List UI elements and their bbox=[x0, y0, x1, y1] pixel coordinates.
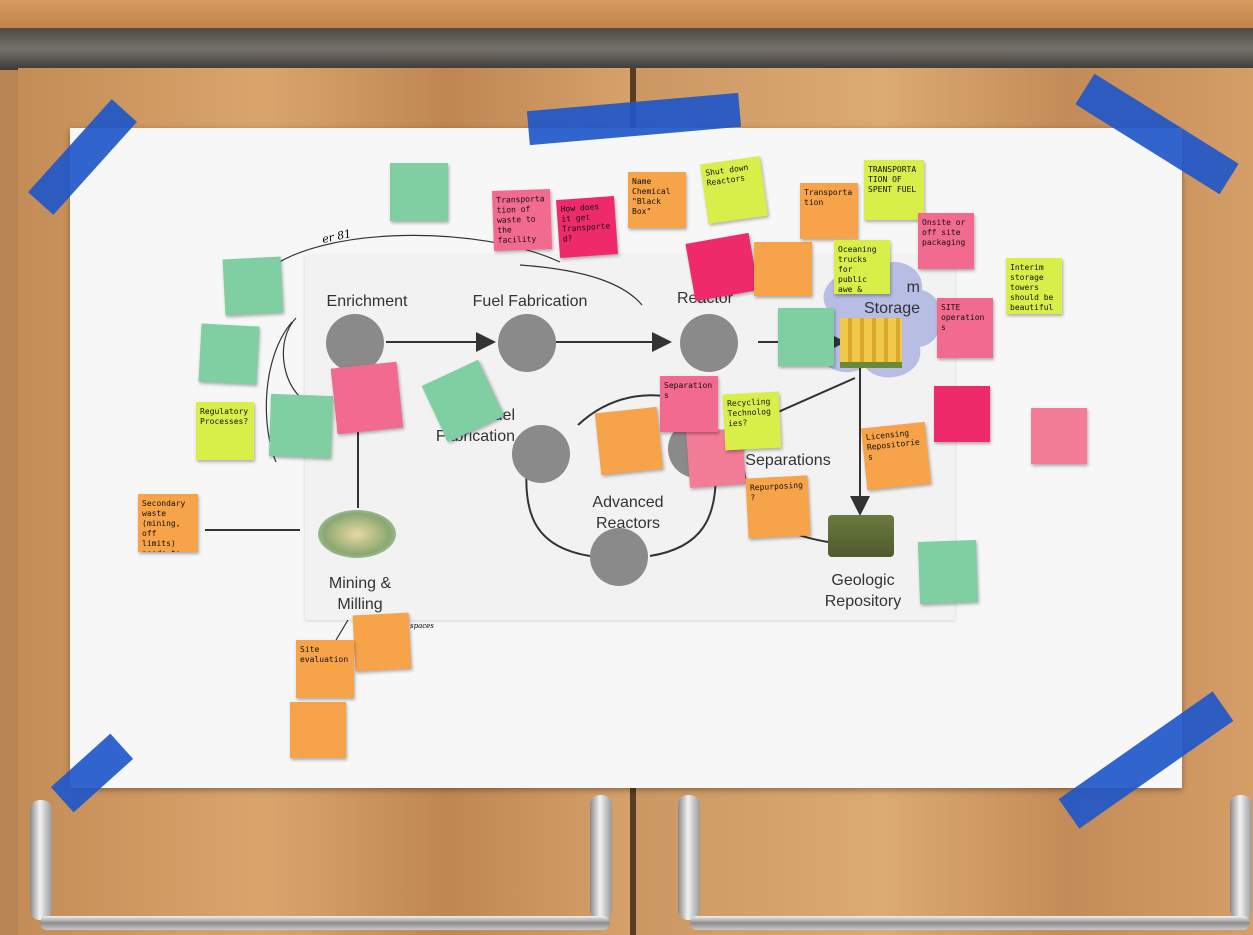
sticky-note-black-box: Name Chemical "Black Box" bbox=[628, 172, 686, 228]
fuel-fabrication-2-icon bbox=[512, 425, 570, 483]
sticky-note bbox=[198, 323, 260, 385]
enrichment-icon bbox=[326, 314, 384, 372]
stage-fuel-fabrication: Fuel Fabrication bbox=[472, 293, 588, 310]
sticky-note-transport-spent-fuel: TRANSPORTATION OF SPENT FUEL bbox=[864, 160, 924, 220]
stage-geologic-repository: Geologic Repository bbox=[824, 572, 902, 610]
sticky-note-licensing-repositories: Licensing Repositories bbox=[860, 421, 932, 491]
sticky-note-trucks-public-awe: Oceaning trucks for public awe & excitin… bbox=[834, 240, 890, 294]
mining-milling-icon bbox=[318, 510, 396, 558]
sticky-note-transportation-waste: Transportation of waste to the facility bbox=[491, 189, 553, 251]
stage-advanced-reactors: Advanced Reactors bbox=[592, 494, 664, 532]
sticky-note bbox=[1031, 408, 1087, 464]
cabinet-ledge bbox=[0, 28, 1253, 70]
handle-post-right-b bbox=[1230, 795, 1252, 920]
sticky-note bbox=[594, 406, 664, 476]
sticky-note-separations: Separations bbox=[660, 376, 718, 432]
stage-enrichment: Enrichment bbox=[326, 293, 408, 310]
sticky-note-shut-down-reactors: Shut down Reactors bbox=[700, 156, 768, 224]
sticky-note bbox=[685, 232, 759, 302]
sticky-note-recycling-technologies: Recycling Technologies? bbox=[722, 391, 782, 451]
geologic-repository-icon bbox=[828, 515, 894, 557]
sticky-note bbox=[390, 163, 448, 221]
sticky-note bbox=[778, 308, 834, 366]
sticky-note bbox=[222, 256, 284, 316]
sticky-note bbox=[352, 612, 412, 672]
handwritten-spaces: spaces bbox=[410, 622, 434, 630]
handle-post-right-a bbox=[678, 795, 700, 920]
fuel-fabrication-icon bbox=[498, 314, 556, 372]
sticky-note-site-operations: SITE operations bbox=[937, 298, 993, 358]
handle-post-left-a bbox=[30, 800, 52, 920]
push-bar-left bbox=[40, 916, 610, 930]
sticky-note bbox=[917, 540, 979, 604]
sticky-note-interim-storage-towers: Interim storage towers should be beautif… bbox=[1006, 258, 1062, 314]
stage-storage: m Storage bbox=[863, 279, 920, 317]
storage-casks-icon bbox=[840, 318, 902, 368]
sticky-note-secondary-waste: Secondary waste (mining, off limits) nee… bbox=[138, 494, 198, 552]
sticky-note-regulatory-processes: Regulatory Processes? bbox=[196, 402, 254, 460]
sticky-note bbox=[268, 393, 334, 459]
reactor-icon bbox=[680, 314, 738, 372]
sticky-note bbox=[754, 242, 812, 296]
stage-separations: Separations bbox=[745, 452, 831, 469]
sticky-note-transportation: Transportation bbox=[800, 183, 858, 239]
push-bar-right bbox=[690, 916, 1250, 930]
sticky-note-repurposing: Repurposing? bbox=[745, 475, 811, 539]
sticky-note bbox=[330, 361, 404, 435]
advanced-reactors-icon bbox=[590, 528, 648, 586]
stage-mining-milling: Mining & Milling bbox=[328, 575, 392, 613]
handle-post-left-b bbox=[590, 795, 612, 920]
sticky-note-site-evaluation: Site evaluation bbox=[296, 640, 354, 698]
sticky-note-how-transported: How does it get Transported? bbox=[556, 196, 618, 258]
sticky-note-onsite-packaging: Onsite or off site packaging bbox=[918, 213, 974, 269]
sticky-note bbox=[290, 702, 346, 758]
sticky-note bbox=[934, 386, 990, 442]
